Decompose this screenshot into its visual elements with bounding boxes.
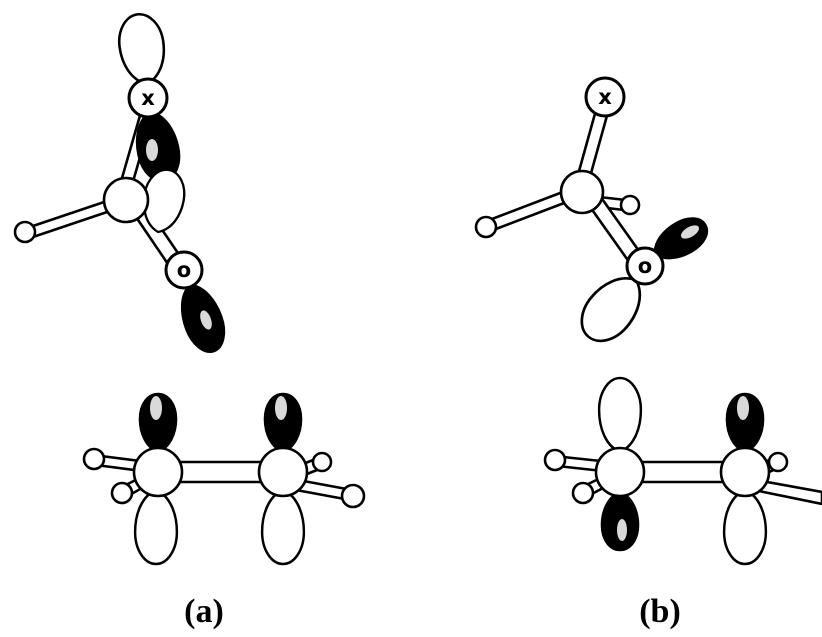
o-atom-b bbox=[625, 246, 665, 286]
panel-a-upper-fragment: x o bbox=[13, 10, 233, 359]
x-atom-label: x bbox=[141, 86, 155, 110]
hydrogen-left-upper bbox=[82, 447, 106, 471]
right-p-lower-lobe-b bbox=[722, 488, 768, 566]
panel-b-upper-fragment: x o bbox=[474, 76, 715, 353]
x-atom-b bbox=[584, 76, 626, 118]
hydrogen-atom-left bbox=[13, 220, 37, 244]
alkene-carbon-left bbox=[132, 446, 184, 498]
carbon-atom-b bbox=[559, 169, 605, 215]
right-p-lower-lobe bbox=[260, 488, 306, 566]
o-atom-label-b: o bbox=[638, 254, 652, 278]
x-atom bbox=[127, 77, 169, 119]
alkene-carbon-right-b bbox=[719, 446, 771, 498]
panel-b: x o bbox=[474, 76, 822, 630]
hydrogen-left-upper-b bbox=[543, 448, 567, 472]
hydrogen-right-upper bbox=[311, 451, 333, 473]
panel-a-alkene bbox=[82, 392, 366, 566]
hydrogen-atom-left-b bbox=[474, 215, 498, 239]
alkene-carbon-left-b bbox=[594, 446, 646, 498]
left-p-lower-highlight-b bbox=[617, 519, 627, 541]
panel-a: x o bbox=[13, 10, 366, 630]
alkene-carbon-right bbox=[257, 446, 309, 498]
hydrogen-left-lower bbox=[110, 481, 134, 505]
left-p-upper-lobe-b bbox=[597, 376, 643, 454]
caption-b: (b) bbox=[639, 593, 681, 630]
x-upper-lobe bbox=[114, 10, 171, 89]
panel-b-alkene bbox=[543, 376, 822, 566]
o-lower-lobe-highlight bbox=[200, 310, 212, 330]
right-p-upper-highlight-b bbox=[737, 396, 749, 420]
right-p-upper-highlight bbox=[275, 396, 287, 420]
hydrogen-left-lower-b bbox=[571, 481, 595, 505]
caption-a: (a) bbox=[184, 593, 224, 630]
o-atom-label: o bbox=[177, 258, 191, 282]
x-lower-lobe-highlight bbox=[146, 139, 158, 161]
x-atom-label-b: x bbox=[598, 85, 612, 109]
hydrogen-atom-right-b bbox=[619, 194, 641, 216]
hydrogen-right-lower bbox=[340, 483, 366, 509]
carbon-atom bbox=[102, 176, 150, 224]
o-atom bbox=[164, 250, 204, 290]
hydrogen-right-upper-b bbox=[767, 451, 789, 473]
left-p-upper-highlight bbox=[150, 396, 162, 420]
left-p-lower-lobe bbox=[133, 488, 179, 566]
o-right-lobe-highlight bbox=[680, 225, 700, 239]
